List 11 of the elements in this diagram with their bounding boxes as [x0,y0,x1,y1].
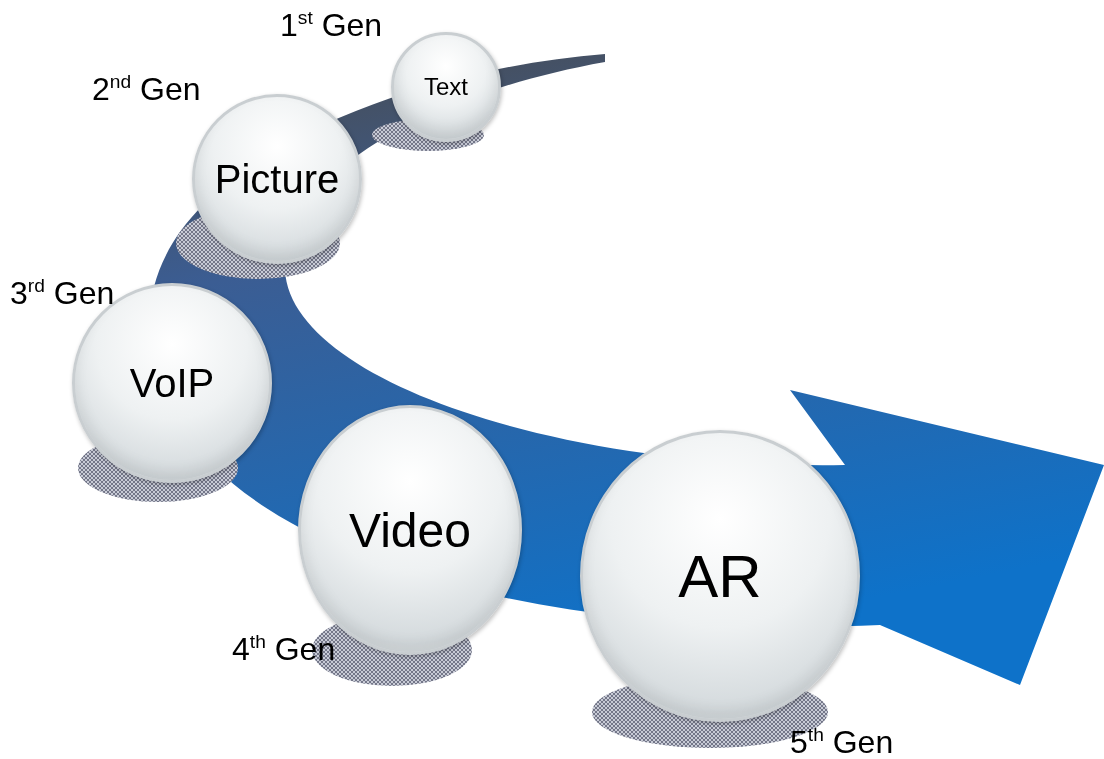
stage-name: Video [349,502,471,558]
generation-label: 5$^{th}$ Gen [790,725,894,758]
stage-name: Picture [214,156,340,202]
stage-name: VoIP [129,360,215,406]
stage-circle [391,32,501,142]
stage-name: AR [678,541,762,611]
generation-label: 2$^{nd}$ Gen [92,72,201,105]
stage-name: Text [424,73,468,101]
generation-label: 1$^{st}$ Gen [280,8,383,41]
generation-label: 4$^{th}$ Gen [232,632,336,665]
generation-label: 3$^{rd}$ Gen [10,276,115,309]
